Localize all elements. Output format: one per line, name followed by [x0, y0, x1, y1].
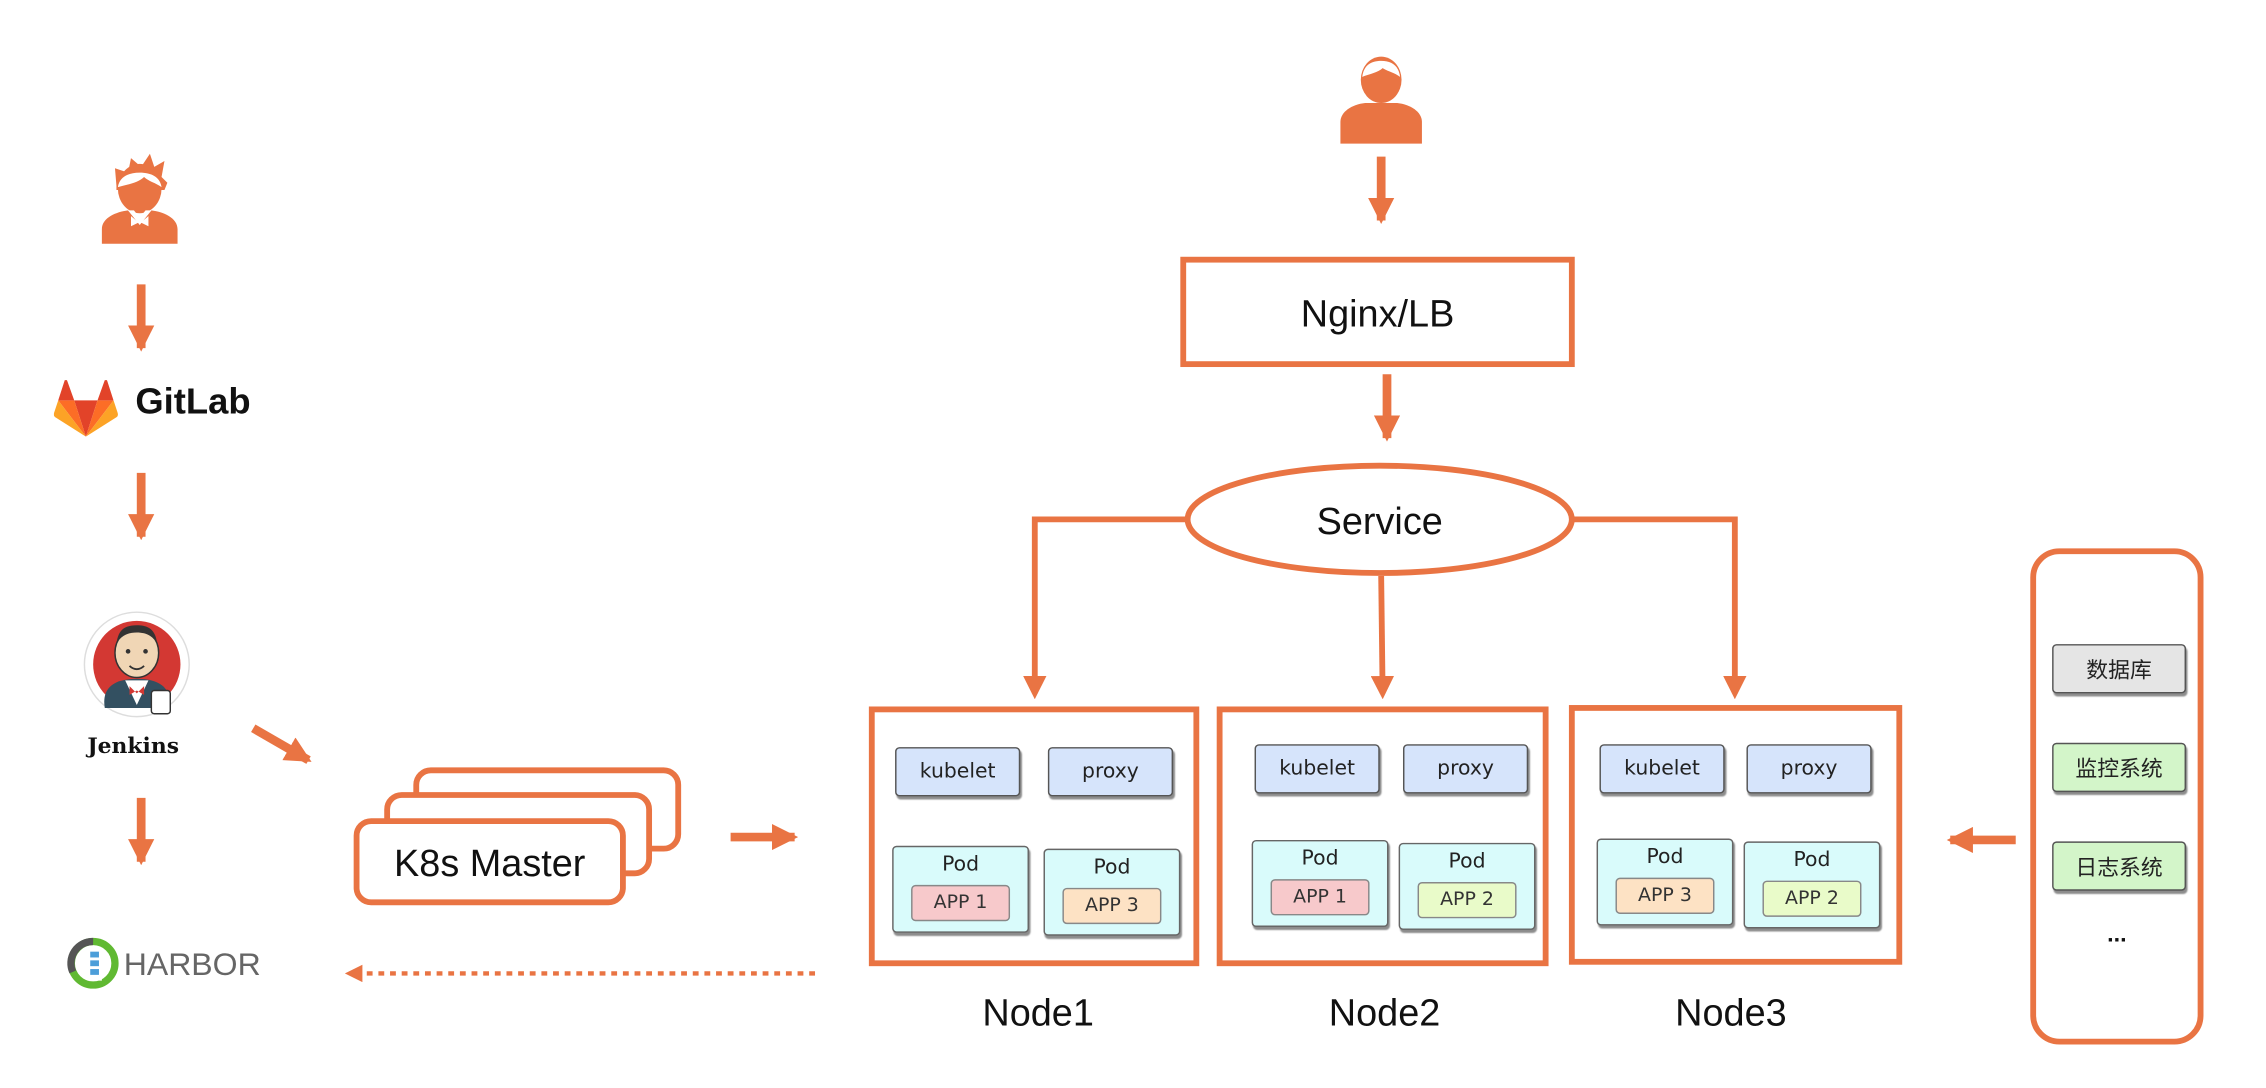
developer-icon — [101, 153, 178, 244]
pod-title: Pod — [1448, 850, 1486, 874]
pod-title: Pod — [1793, 848, 1831, 872]
app-chip: APP 1 — [1270, 879, 1370, 916]
node1-box: kubelet proxy Pod APP 1 Pod APP 3 — [868, 706, 1200, 967]
gitlab-logo — [53, 380, 118, 437]
k8s-master-card-front: K8s Master — [353, 818, 626, 906]
app-chip: APP 3 — [1062, 887, 1162, 925]
pod-card: Pod APP 3 — [1043, 848, 1181, 936]
nginx-lb-box: Nginx/LB — [1180, 256, 1575, 368]
app-chip: APP 1 — [911, 884, 1011, 922]
proxy-chip: proxy — [1746, 744, 1872, 794]
arrow-service-to-node2 — [1370, 575, 1395, 700]
proxy-chip: proxy — [1047, 747, 1174, 797]
app-chip: APP 2 — [1417, 882, 1517, 919]
harbor-logo — [67, 937, 119, 989]
jenkins-label: Jenkins — [87, 732, 180, 759]
node1-label: Node1 — [982, 990, 1094, 1035]
service-label: Service — [1316, 499, 1443, 543]
more-ellipsis: ... — [2107, 922, 2127, 948]
jenkins-logo — [83, 611, 190, 718]
pod-card: Pod APP 2 — [1398, 842, 1536, 930]
arrow-service-to-node3 — [1571, 516, 1747, 700]
kubelet-chip: kubelet — [1599, 744, 1725, 794]
node2-label: Node2 — [1328, 990, 1441, 1035]
user-icon — [1340, 56, 1422, 144]
gitlab-label: GitLab — [135, 381, 251, 423]
proxy-chip: proxy — [1403, 744, 1529, 794]
k8s-master-label: K8s Master — [394, 841, 586, 885]
pod-title: Pod — [1093, 855, 1131, 880]
arrow-jenkins-to-master — [251, 724, 312, 764]
app-chip: APP 3 — [1615, 877, 1715, 914]
pod-card: Pod APP 1 — [1251, 839, 1389, 927]
node3-box: kubelet proxy Pod APP 3 Pod APP 2 — [1568, 705, 1903, 965]
arrow-service-to-node1 — [1023, 516, 1188, 700]
harbor-label: HARBOR — [123, 945, 261, 983]
database-chip: 数据库 — [2052, 644, 2187, 694]
node3-label: Node3 — [1675, 990, 1787, 1035]
app-chip: APP 2 — [1762, 880, 1862, 917]
pod-card: Pod APP 3 — [1596, 838, 1734, 926]
kubelet-chip: kubelet — [1254, 744, 1380, 794]
pod-title: Pod — [1646, 845, 1684, 869]
service-ellipse — [1184, 462, 1575, 576]
pod-card: Pod APP 2 — [1743, 841, 1881, 929]
pod-title: Pod — [942, 853, 980, 877]
infra-panel: 数据库 监控系统 日志系统 ... — [2030, 548, 2204, 1045]
pod-title: Pod — [1301, 847, 1339, 871]
nginx-lb-label: Nginx/LB — [1300, 291, 1455, 336]
pod-card: Pod APP 1 — [892, 845, 1029, 933]
logging-chip: 日志系统 — [2052, 841, 2187, 891]
kubelet-chip: kubelet — [895, 747, 1021, 797]
monitoring-chip: 监控系统 — [2052, 742, 2187, 793]
node2-box: kubelet proxy Pod APP 1 Pod APP 2 — [1216, 706, 1549, 967]
